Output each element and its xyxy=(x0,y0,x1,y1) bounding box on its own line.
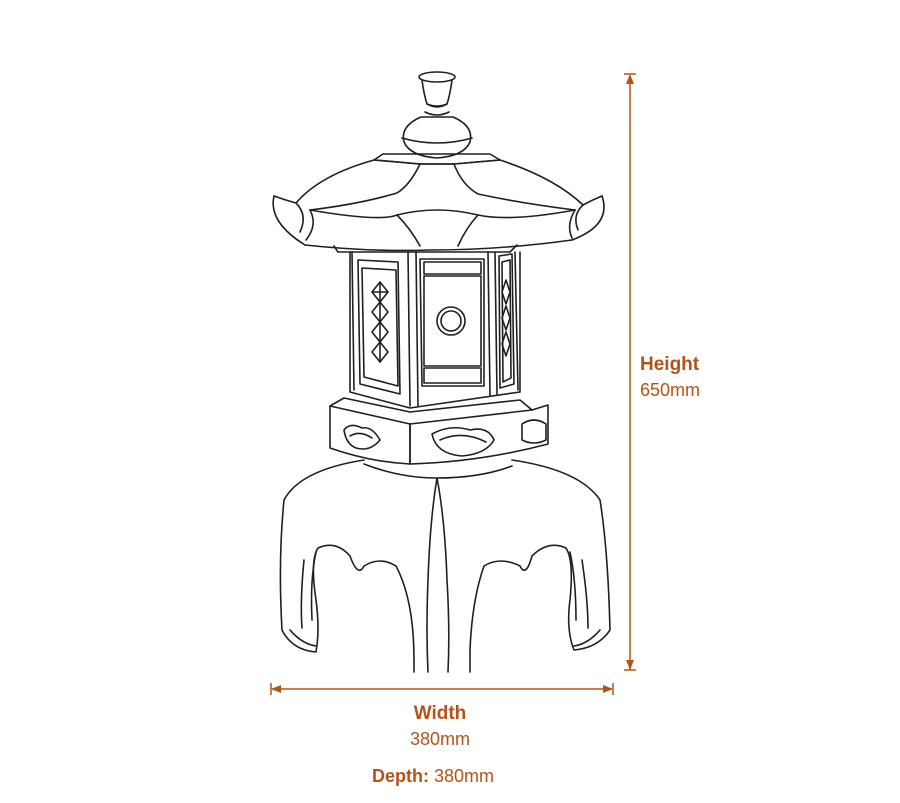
lantern-finial xyxy=(401,71,473,159)
lantern-roof xyxy=(272,153,605,253)
width-dimension-line xyxy=(270,683,614,695)
depth-dimension: Depth: 380mm xyxy=(372,766,494,787)
height-label: Height xyxy=(640,354,700,375)
width-label: Width xyxy=(413,703,467,724)
lantern-firebox xyxy=(349,251,521,409)
depth-label: Depth: xyxy=(372,766,429,786)
lantern-base-legs xyxy=(279,459,611,673)
depth-value: 380mm xyxy=(434,766,495,786)
width-value: 380mm xyxy=(409,729,471,749)
height-dimension-line xyxy=(624,73,636,671)
height-value: 650mm xyxy=(640,380,701,400)
lantern-mid-base xyxy=(329,397,549,479)
